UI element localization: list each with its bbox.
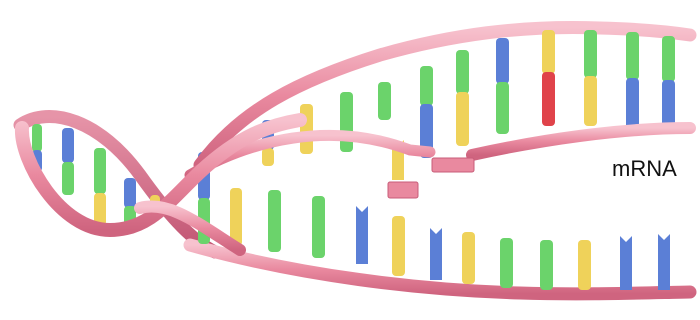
mrna-ribbon-block <box>432 158 474 172</box>
free-nucleotide-block <box>388 182 418 198</box>
mrna-label: mRNA <box>612 158 677 180</box>
